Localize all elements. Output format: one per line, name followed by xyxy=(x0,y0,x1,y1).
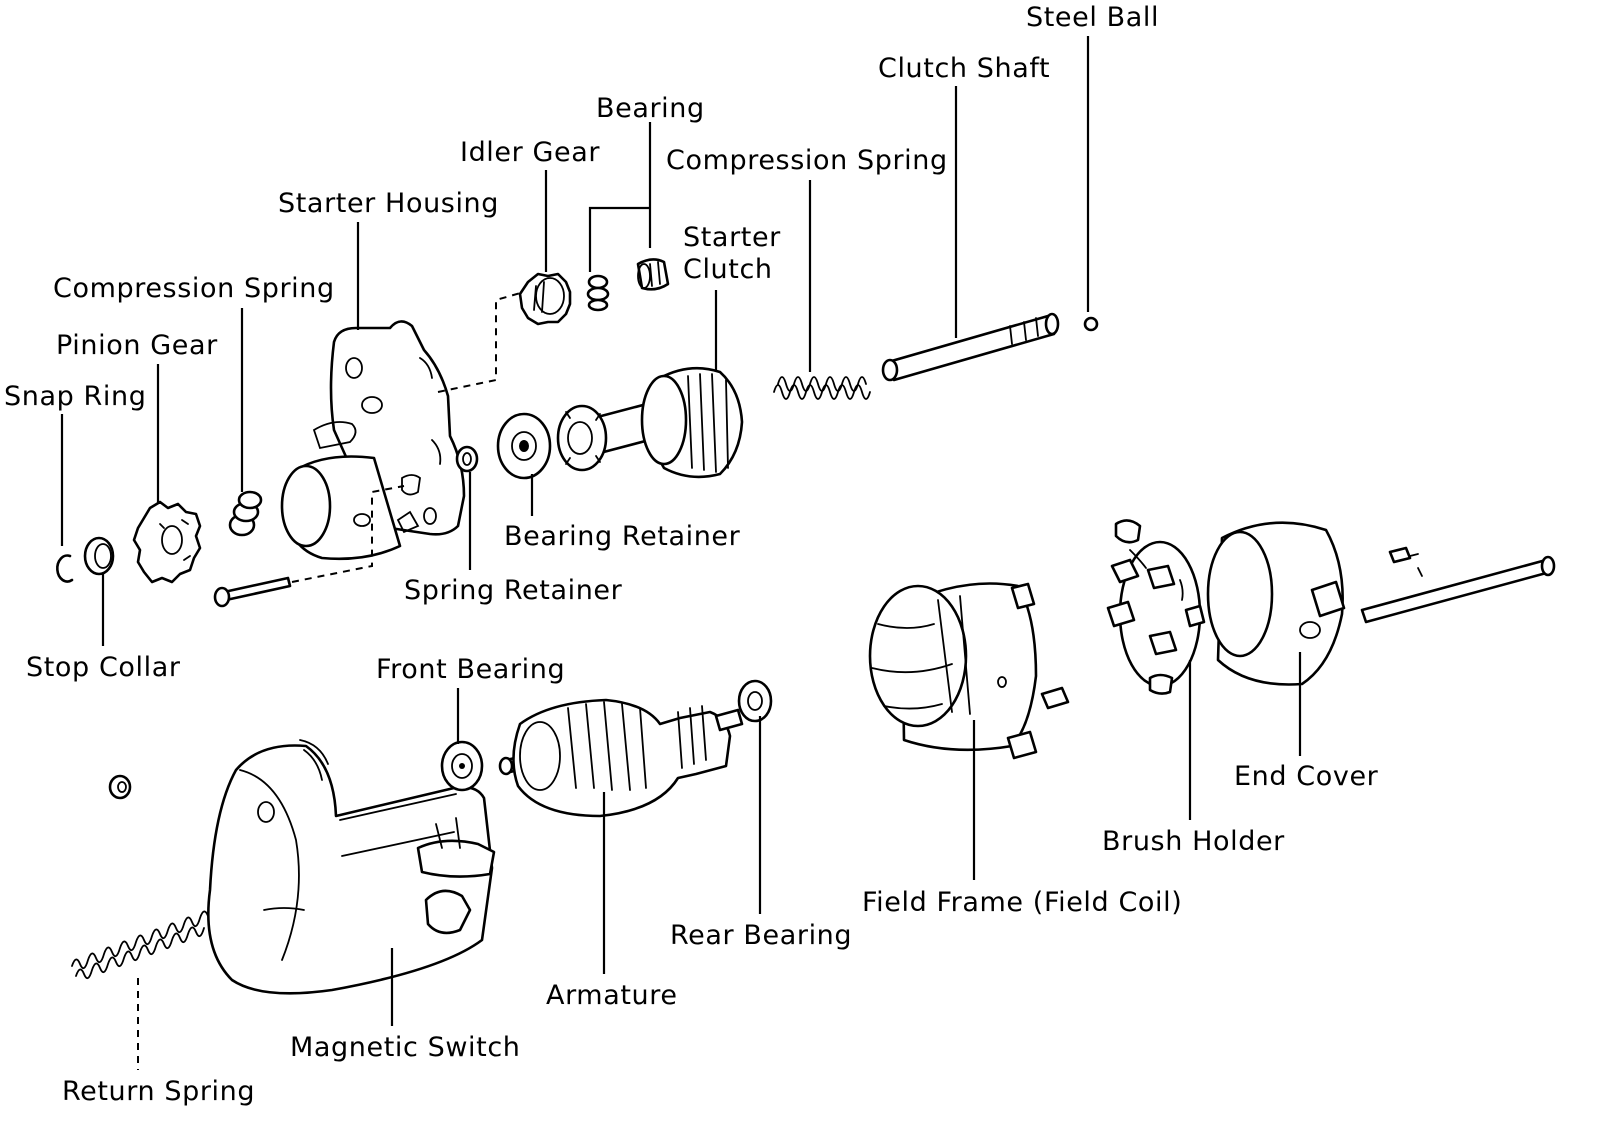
label-armature: Armature xyxy=(546,980,678,1011)
label-compression-spring-left: Compression Spring xyxy=(53,273,335,304)
label-front-bearing: Front Bearing xyxy=(376,654,565,685)
front-bearing-part xyxy=(440,740,484,792)
label-snap-ring: Snap Ring xyxy=(4,381,146,412)
label-starter-housing: Starter Housing xyxy=(278,188,499,219)
label-end-cover: End Cover xyxy=(1234,761,1379,792)
assembly-dashes xyxy=(291,291,525,583)
label-stop-collar: Stop Collar xyxy=(26,652,181,683)
label-rear-bearing: Rear Bearing xyxy=(670,920,852,951)
through-bolt-part xyxy=(1360,546,1556,624)
bearing-small-part xyxy=(586,274,610,312)
steel-ball-part xyxy=(1083,316,1099,332)
small-nut-part xyxy=(108,774,132,800)
armature-part xyxy=(498,698,744,818)
label-compression-spring-upper: Compression Spring xyxy=(666,145,948,176)
stop-collar-part xyxy=(83,536,115,576)
clutch-shaft-part xyxy=(881,312,1060,382)
end-cover-part xyxy=(1206,521,1346,686)
rear-bearing-part xyxy=(737,679,773,723)
pinion-gear-part xyxy=(132,500,202,584)
idler-gear-part xyxy=(518,272,572,326)
label-idler-gear: Idler Gear xyxy=(460,137,600,168)
label-spring-retainer: Spring Retainer xyxy=(404,575,623,606)
label-return-spring: Return Spring xyxy=(62,1076,255,1107)
snap-ring-part xyxy=(56,554,74,583)
label-starter-clutch-line2: Clutch xyxy=(683,254,773,285)
label-field-frame: Field Frame (Field Coil) xyxy=(862,887,1182,918)
housing-bolt-part xyxy=(213,576,292,608)
label-clutch-shaft: Clutch Shaft xyxy=(878,53,1050,84)
label-brush-holder: Brush Holder xyxy=(1102,826,1285,857)
label-magnetic-switch: Magnetic Switch xyxy=(290,1032,520,1063)
label-bearing-retainer: Bearing Retainer xyxy=(504,521,741,552)
compression-spring-upper-part xyxy=(773,376,871,400)
leader-lines xyxy=(60,36,1302,1070)
compression-spring-left-part xyxy=(228,490,263,537)
label-steel-ball: Steel Ball xyxy=(1026,2,1159,33)
return-spring-part xyxy=(71,910,217,980)
starter-clutch-part xyxy=(556,366,744,479)
brush-holder-part xyxy=(1106,519,1206,695)
spring-retainer-part xyxy=(455,445,479,473)
bearing-large-part xyxy=(636,258,670,291)
bearing-retainer-part xyxy=(496,412,552,480)
labels: Steel Ball Clutch Shaft Bearing Compress… xyxy=(4,2,1379,1107)
magnetic-switch-part xyxy=(207,739,496,995)
starter-housing-part xyxy=(280,320,466,561)
label-pinion-gear: Pinion Gear xyxy=(56,330,218,361)
label-bearing: Bearing xyxy=(596,93,705,124)
field-frame-part xyxy=(868,582,1070,760)
label-starter-clutch-line1: Starter xyxy=(683,222,781,253)
